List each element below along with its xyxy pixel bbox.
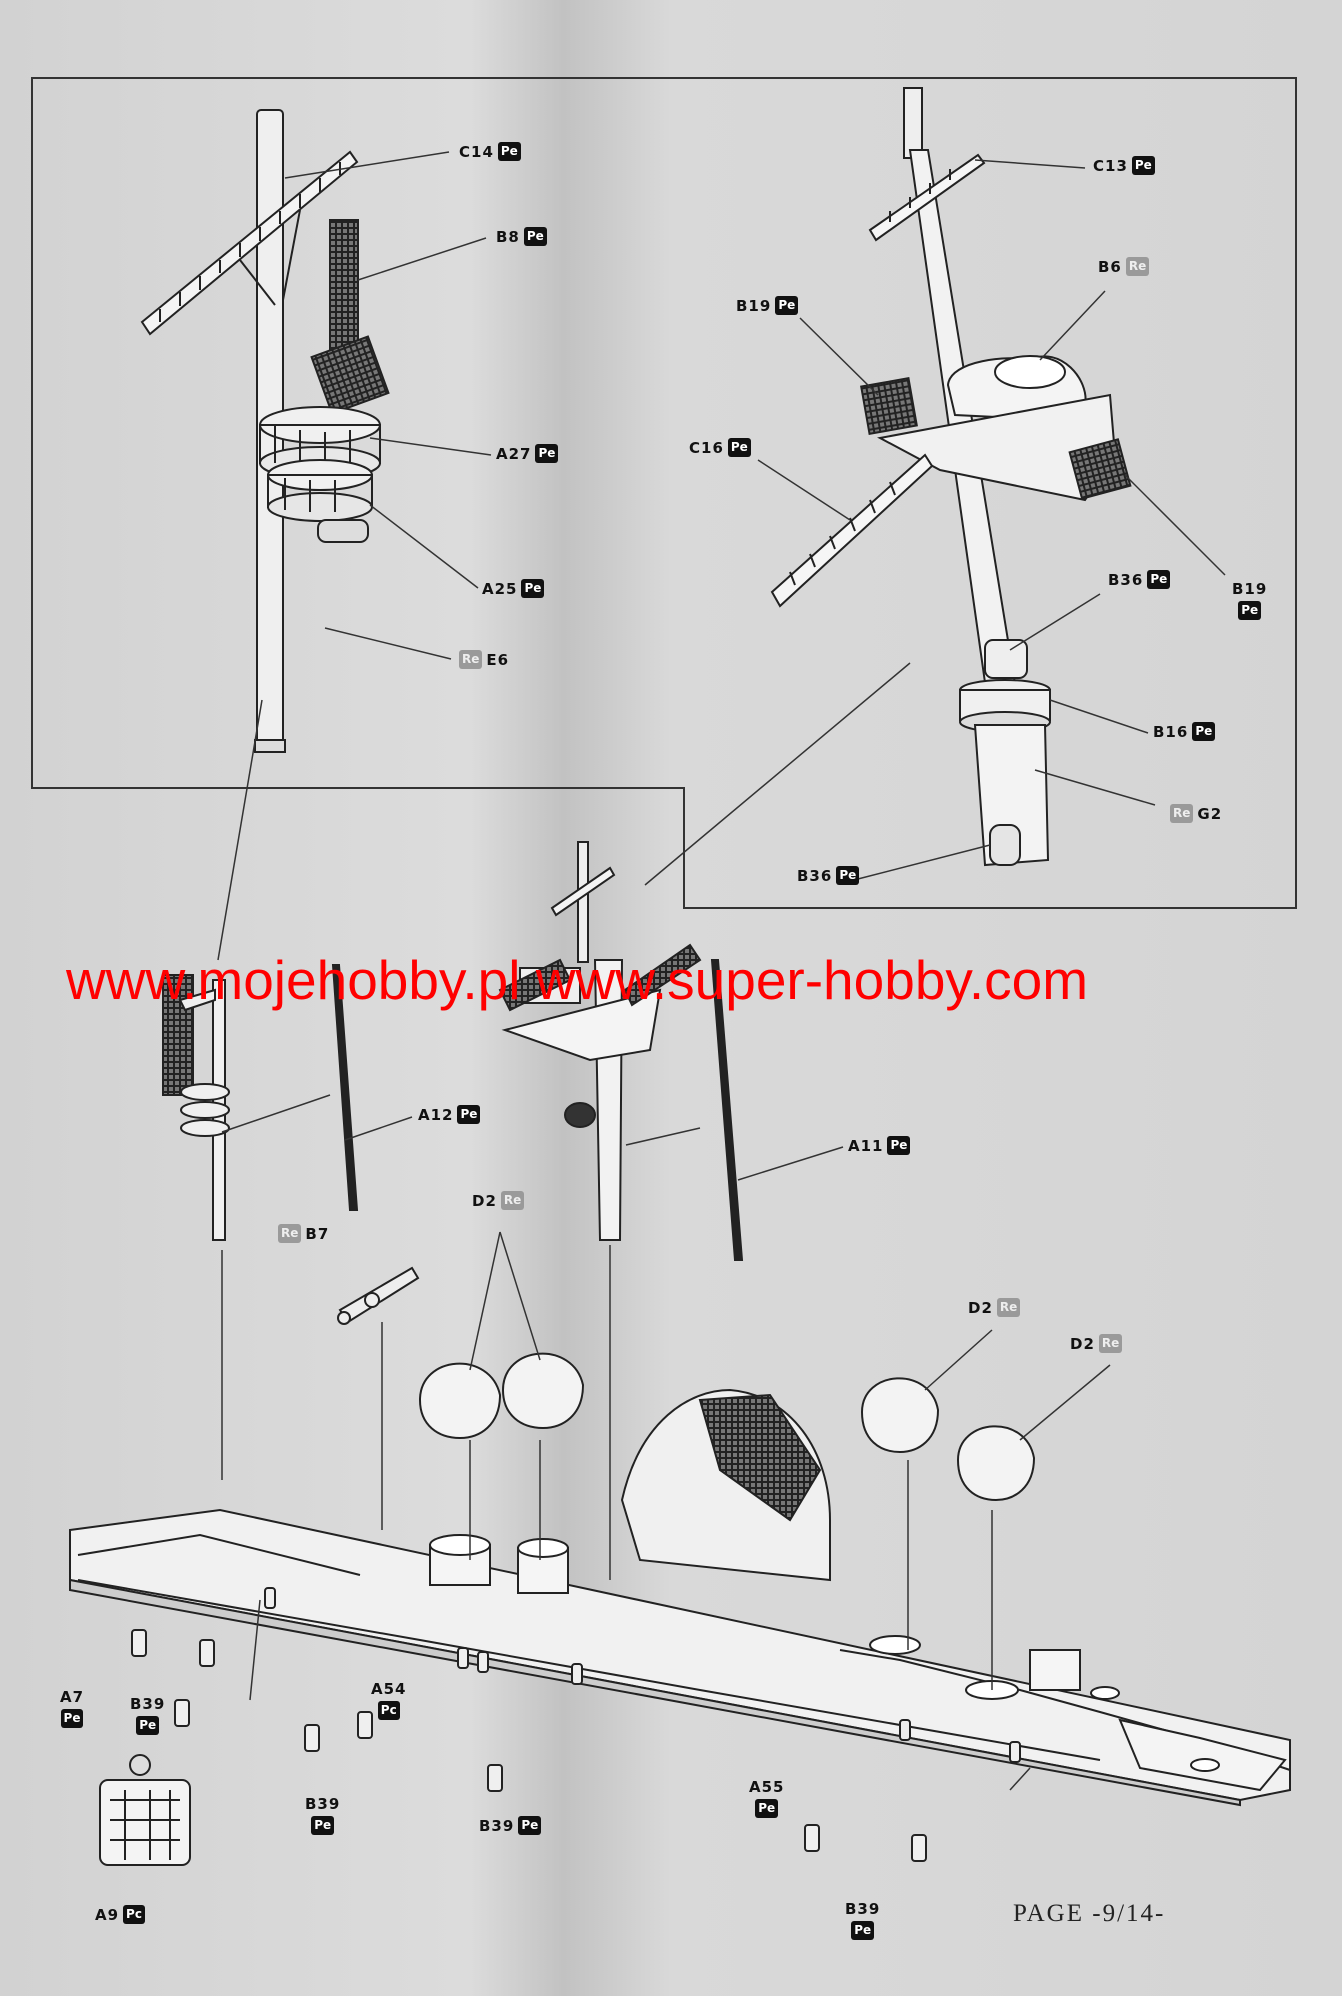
- etch-tag: Pe: [1238, 601, 1262, 620]
- etch-tag: Pc: [377, 1701, 400, 1720]
- resin-tag: Re: [1170, 804, 1194, 823]
- etch-tag: Pe: [1131, 156, 1155, 175]
- watermark-text: www.mojehobby.pl www.super-hobby.com: [66, 949, 1089, 1011]
- etch-tag: Pe: [518, 1816, 542, 1835]
- etch-tag: Pe: [311, 1816, 335, 1835]
- etch-tag: Pe: [523, 227, 547, 246]
- etch-tag: Pe: [60, 1709, 84, 1728]
- etch-tag: Pe: [457, 1105, 481, 1124]
- leader-lines: [217, 151, 1226, 1791]
- resin-tag: Re: [500, 1191, 525, 1210]
- resin-tag: Re: [278, 1224, 302, 1243]
- left-mast-detail: [140, 109, 390, 753]
- resin-tag: Re: [1125, 257, 1150, 276]
- resin-tag: Re: [459, 650, 483, 669]
- etch-tag: Pe: [136, 1716, 160, 1735]
- etch-tag: Pe: [887, 1136, 911, 1155]
- etch-tag: Pe: [1147, 570, 1171, 589]
- resin-tag: Re: [996, 1298, 1021, 1317]
- etch-tag: Pe: [775, 296, 799, 315]
- detail-frame: [31, 77, 1297, 909]
- etch-tag: Pe: [1192, 722, 1216, 741]
- etch-tag: Pc: [123, 1905, 145, 1924]
- etch-tag: Pe: [727, 438, 751, 457]
- etch-tag: Pe: [836, 866, 860, 885]
- right-mast-detail: [770, 87, 1132, 867]
- etch-tag: Pe: [535, 444, 559, 463]
- small-parts: [99, 1587, 1021, 1866]
- resin-tag: Re: [1098, 1334, 1123, 1353]
- page-number: PAGE -9/14-: [1013, 1900, 1166, 1927]
- superstructure: [69, 1388, 1291, 1807]
- etch-tag: Pe: [521, 579, 545, 598]
- d2-domes: [418, 1352, 1036, 1502]
- middle-assembled-masts: [162, 841, 744, 1261]
- b7-part: [337, 1266, 420, 1325]
- etch-tag: Pe: [755, 1799, 779, 1818]
- etch-tag: Pe: [851, 1921, 875, 1940]
- etch-tag: Pe: [497, 142, 521, 161]
